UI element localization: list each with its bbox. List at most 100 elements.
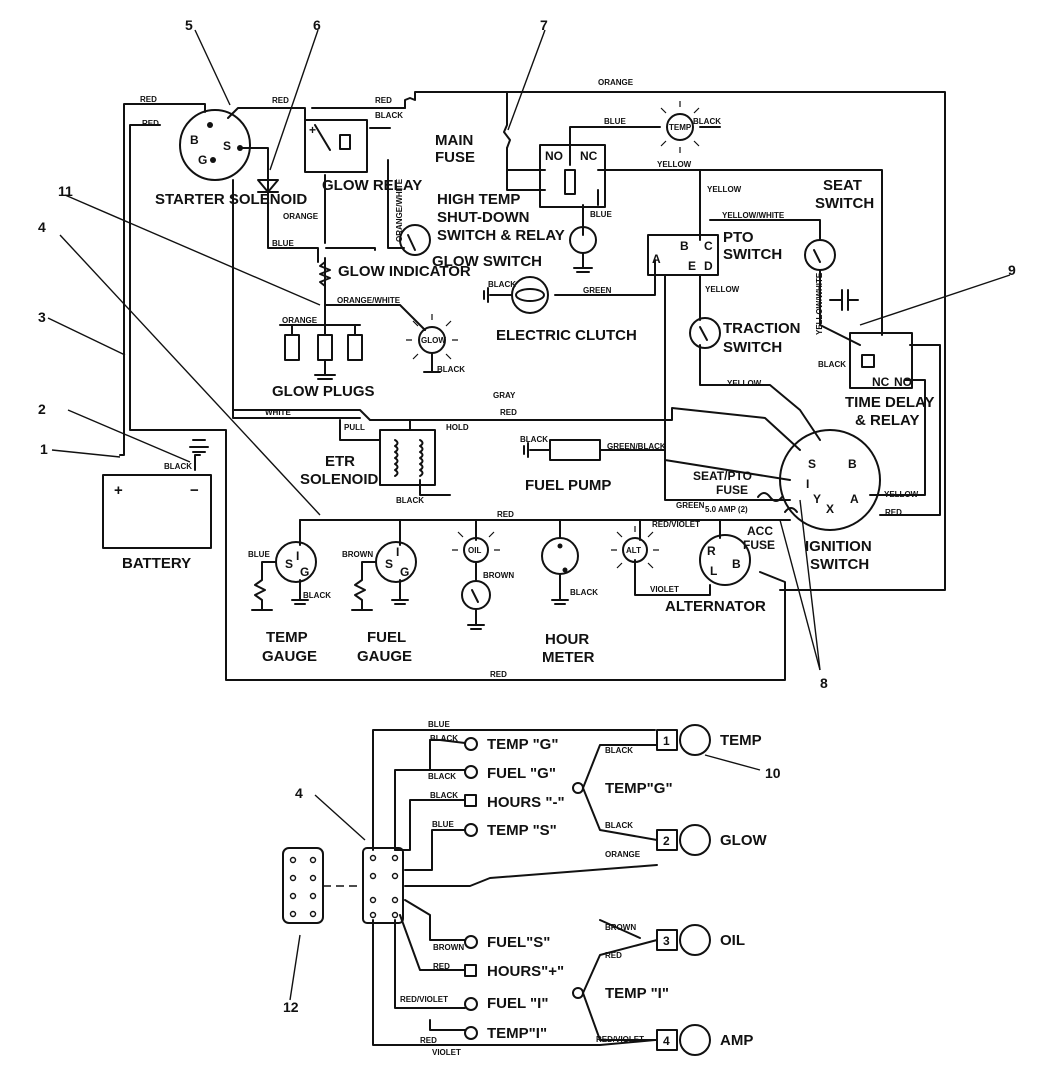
svg-text:6: 6 xyxy=(313,17,321,33)
svg-text:+: + xyxy=(309,123,316,137)
harness-callouts: 10 12 4 xyxy=(283,765,781,1015)
svg-text:BLACK: BLACK xyxy=(430,734,458,743)
svg-text:A: A xyxy=(850,492,859,506)
pto-switch: A B C E D xyxy=(647,234,719,276)
svg-text:I: I xyxy=(806,477,809,491)
label-high-temp-1: HIGH TEMP xyxy=(437,191,520,208)
svg-text:B: B xyxy=(190,133,199,147)
label-main-fuse-2: FUSE xyxy=(435,149,475,166)
label-glow-relay: GLOW RELAY xyxy=(322,177,422,194)
label-main-fuse-1: MAIN xyxy=(435,132,473,149)
svg-text:NO: NO xyxy=(545,149,563,163)
svg-text:YELLOW/WHITE: YELLOW/WHITE xyxy=(722,211,785,220)
harness-item-hours-plus: HOURS"+" xyxy=(487,963,564,980)
svg-text:BLUE: BLUE xyxy=(590,210,612,219)
diode-icon xyxy=(257,179,279,193)
svg-text:PULL: PULL xyxy=(344,423,365,432)
label-glow-plugs: GLOW PLUGS xyxy=(272,383,375,400)
svg-text:ORANGE: ORANGE xyxy=(282,316,318,325)
svg-text:4: 4 xyxy=(38,219,46,235)
svg-text:RED: RED xyxy=(433,962,450,971)
svg-text:RED: RED xyxy=(885,508,902,517)
label-traction-2: SWITCH xyxy=(723,339,782,356)
svg-text:BLACK: BLACK xyxy=(396,496,424,505)
glow-relay: + xyxy=(304,119,368,173)
svg-text:G: G xyxy=(400,565,409,579)
svg-text:RED: RED xyxy=(142,119,159,128)
harness-labels: TEMP "G" FUEL "G" HOURS "-" TEMP "S" FUE… xyxy=(400,720,767,1057)
svg-text:+: + xyxy=(114,482,123,499)
svg-text:1: 1 xyxy=(663,734,670,748)
label-etr-2: SOLENOID xyxy=(300,471,379,488)
svg-text:B: B xyxy=(680,239,689,253)
svg-text:R: R xyxy=(707,544,716,558)
svg-text:8: 8 xyxy=(820,675,828,691)
svg-text:2: 2 xyxy=(663,834,670,848)
high-temp-relay: NO NC xyxy=(539,144,606,208)
svg-text:5: 5 xyxy=(185,17,193,33)
svg-text:Y: Y xyxy=(813,492,821,506)
label-acc-fuse-2: FUSE xyxy=(743,538,775,552)
svg-text:ORANGE/WHITE: ORANGE/WHITE xyxy=(337,296,401,305)
svg-text:3: 3 xyxy=(38,309,46,325)
svg-text:B: B xyxy=(732,557,741,571)
high-temp-switch xyxy=(569,226,597,273)
svg-text:RED: RED xyxy=(497,510,514,519)
seat-pto-fuse-icon xyxy=(757,492,783,502)
fuel-gauge: S I G xyxy=(351,541,417,611)
label-time-delay-2: & RELAY xyxy=(855,412,919,429)
svg-text:YELLOW: YELLOW xyxy=(707,185,742,194)
svg-text:YELLOW: YELLOW xyxy=(705,285,740,294)
svg-text:BLACK: BLACK xyxy=(428,772,456,781)
connector-oil: OIL xyxy=(720,932,745,949)
glow-lamp xyxy=(406,314,458,373)
temp-gauge: S I G xyxy=(251,541,317,611)
glow-switch xyxy=(399,224,431,256)
svg-text:S: S xyxy=(808,457,816,471)
harness-item-temp-s: TEMP "S" xyxy=(487,822,557,839)
svg-text:C: C xyxy=(704,239,713,253)
svg-text:4: 4 xyxy=(295,785,303,801)
svg-text:RED: RED xyxy=(490,670,507,679)
svg-text:ORANGE: ORANGE xyxy=(605,850,641,859)
svg-text:BLACK: BLACK xyxy=(520,435,548,444)
svg-text:RED: RED xyxy=(272,96,289,105)
svg-text:GREEN: GREEN xyxy=(676,501,705,510)
svg-text:BROWN: BROWN xyxy=(483,571,514,580)
svg-text:9: 9 xyxy=(1008,262,1016,278)
glow-plugs xyxy=(284,324,363,380)
harness-item-fuel-g: FUEL "G" xyxy=(487,765,556,782)
label-pto-1: PTO xyxy=(723,229,754,246)
label-hour-2: METER xyxy=(542,649,595,666)
svg-text:YELLOW: YELLOW xyxy=(657,160,692,169)
svg-text:L: L xyxy=(710,564,717,578)
svg-text:2: 2 xyxy=(38,401,46,417)
svg-text:BLACK: BLACK xyxy=(375,111,403,120)
label-seat-pto-fuse-2: FUSE xyxy=(716,483,748,497)
svg-text:RED: RED xyxy=(140,95,157,104)
label-temp-gauge-2: GAUGE xyxy=(262,648,317,665)
label-starter: STARTER SOLENOID xyxy=(155,191,307,208)
svg-text:NC: NC xyxy=(872,375,890,389)
lamp-oil-label: OIL xyxy=(468,546,481,555)
svg-text:GREEN/BLACK: GREEN/BLACK xyxy=(607,442,666,451)
label-seat-pto-fuse-1: SEAT/PTO xyxy=(693,469,752,483)
svg-text:3: 3 xyxy=(663,934,670,948)
label-high-temp-2: SHUT-DOWN xyxy=(437,209,530,226)
junction-temp-i: TEMP "I" xyxy=(605,985,669,1002)
label-glow-indicator: GLOW INDICATOR xyxy=(338,263,471,280)
svg-text:S: S xyxy=(223,139,231,153)
svg-text:NC: NC xyxy=(580,149,598,163)
svg-text:RED: RED xyxy=(375,96,392,105)
connector-temp: TEMP xyxy=(720,732,762,749)
ignition-switch: S B I Y A X xyxy=(779,429,881,531)
svg-text:BLACK: BLACK xyxy=(488,280,516,289)
svg-text:I: I xyxy=(296,549,299,563)
harness-item-temp-i: TEMP"I" xyxy=(487,1025,547,1042)
label-hour-1: HOUR xyxy=(545,631,589,648)
svg-text:YELLOW: YELLOW xyxy=(727,379,762,388)
acc-fuse-icon xyxy=(784,507,798,513)
svg-text:BLUE: BLUE xyxy=(604,117,626,126)
svg-text:RED/VIOLET: RED/VIOLET xyxy=(652,520,700,529)
svg-text:VIOLET: VIOLET xyxy=(432,1048,461,1057)
